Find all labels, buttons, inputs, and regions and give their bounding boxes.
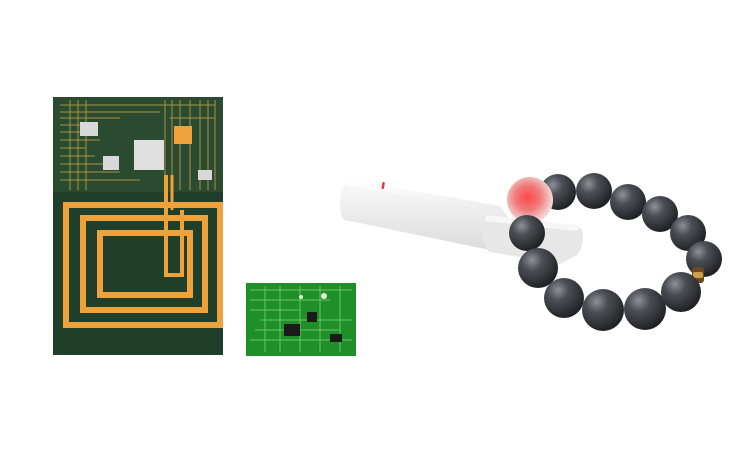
indicator-light xyxy=(381,182,385,190)
black-bead-bracelet xyxy=(507,173,722,331)
red-led-bead xyxy=(507,177,553,223)
small-green-circuit-board xyxy=(246,283,356,356)
large-nfc-antenna-circuit-board xyxy=(53,97,223,355)
